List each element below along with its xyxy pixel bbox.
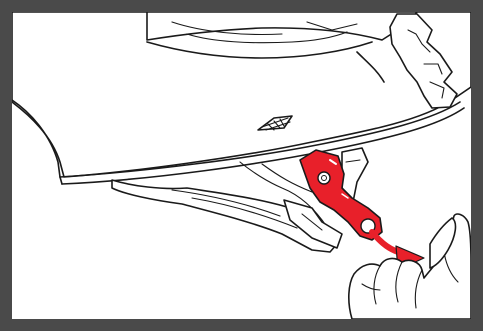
illustration-canvas	[12, 12, 471, 319]
screw-icon	[318, 172, 330, 184]
helmet-diagram	[12, 12, 471, 319]
